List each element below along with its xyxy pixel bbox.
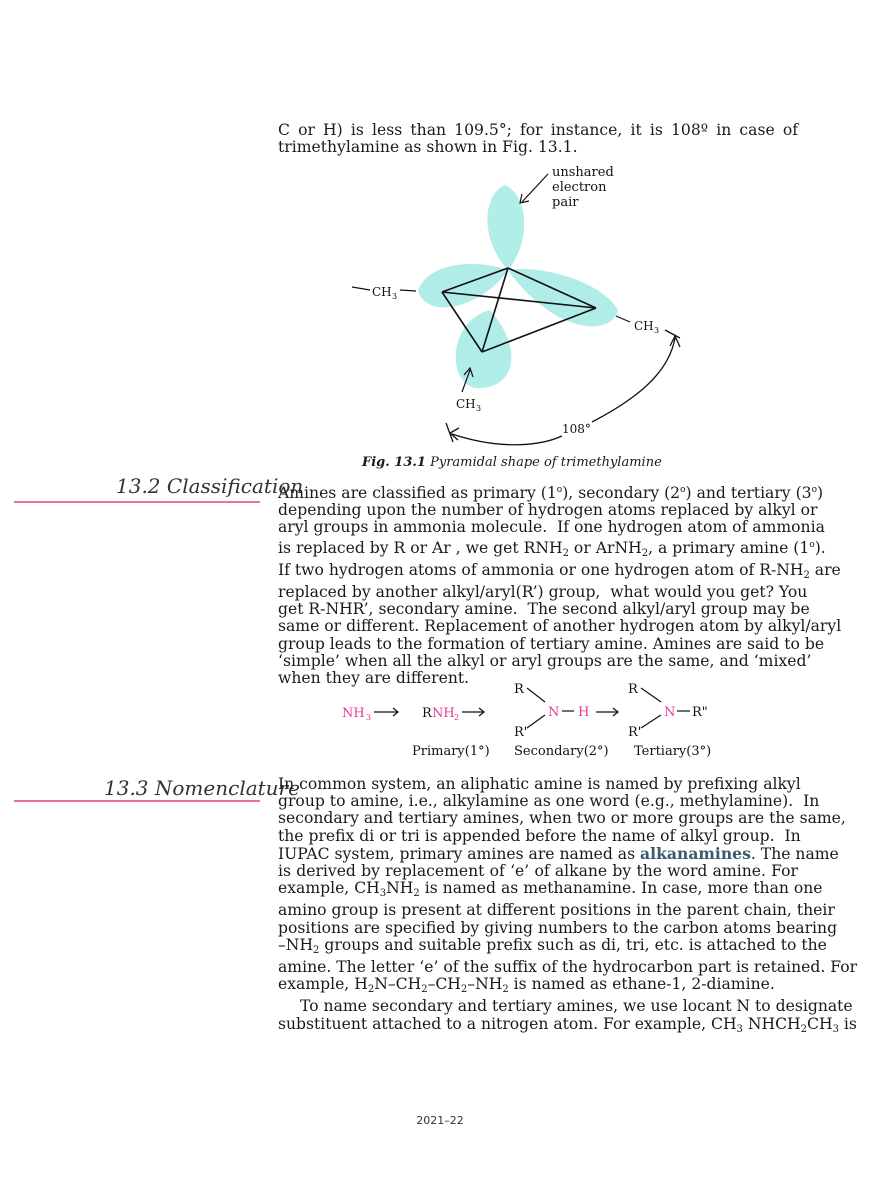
angle-arc: [445, 329, 681, 446]
unshared-label: electron: [552, 180, 607, 195]
secondary-H: H: [578, 705, 589, 720]
svg-text:3: 3: [366, 713, 371, 722]
nomenclature-paragraph: In common system, an aliphatic amine is …: [278, 775, 858, 1035]
nh3-label: NH: [342, 706, 365, 721]
figure-caption: Fig. 13.1 Pyramidal shape of trimethylam…: [362, 455, 662, 470]
page-footer: 2021–22: [416, 1114, 464, 1127]
pyramid-edges: [441, 267, 597, 353]
unshared-label: unshared: [552, 165, 614, 180]
classification-paragraph: Amines are classified as primary (1o), s…: [278, 484, 842, 688]
ch3-sub: 3: [476, 404, 481, 413]
svg-text:2: 2: [454, 713, 459, 722]
angle-label: 108°: [562, 422, 591, 436]
right-lobe: [508, 269, 618, 327]
ch3-sub: 3: [654, 326, 659, 335]
intro-paragraph: C or H) is less than 109.5°; for instanc…: [278, 121, 798, 157]
section-title-classification: 13.2 Classification: [116, 474, 304, 498]
rnh2-nh: NH: [432, 706, 455, 721]
secondary-R: R: [514, 682, 525, 697]
tertiary-R: R: [628, 682, 639, 697]
figure-number: Fig. 13.1: [362, 455, 426, 470]
figure-caption-text: Pyramidal shape of trimethylamine: [430, 455, 662, 470]
section-title-nomenclature: 13.3 Nomenclature: [104, 776, 300, 800]
tertiary-Rpp: R": [692, 705, 708, 720]
term-alkanamines: alkanamines: [640, 843, 751, 863]
secondary-label: Secondary(2°): [514, 744, 609, 759]
intro-line: trimethylamine as shown in Fig. 13.1.: [278, 138, 578, 157]
tertiary-N: N: [664, 705, 675, 720]
intro-line: C or H) is less than 109.5°; for instanc…: [278, 121, 798, 139]
unshared-pair-arrow: [519, 173, 549, 204]
ch3-right-label: CH: [634, 319, 654, 333]
orbital-lobes: [418, 185, 618, 389]
section-rule: [14, 501, 260, 503]
rnh2-r: R: [422, 706, 433, 721]
ch3-bottom-label: CH: [456, 397, 476, 411]
unshared-label: pair: [552, 195, 579, 210]
secondary-N: N: [548, 705, 559, 720]
primary-label: Primary(1°): [412, 744, 490, 759]
section-rule: [14, 800, 260, 802]
ch3-left-label: CH: [372, 285, 392, 299]
amine-classes-diagram: NH 3 R NH 2 R R' N H R R' N R" Primary(1…: [342, 682, 711, 759]
tertiary-label: Tertiary(3°): [634, 744, 711, 759]
trimethylamine-figure: unshared electron pair CH 3 CH 3 CH 3 10…: [351, 165, 681, 446]
left-lobe: [418, 264, 508, 308]
ch3-sub: 3: [392, 292, 397, 301]
top-lobe: [487, 185, 525, 270]
secondary-Rp: R': [514, 725, 527, 740]
tertiary-Rp: R': [628, 725, 641, 740]
